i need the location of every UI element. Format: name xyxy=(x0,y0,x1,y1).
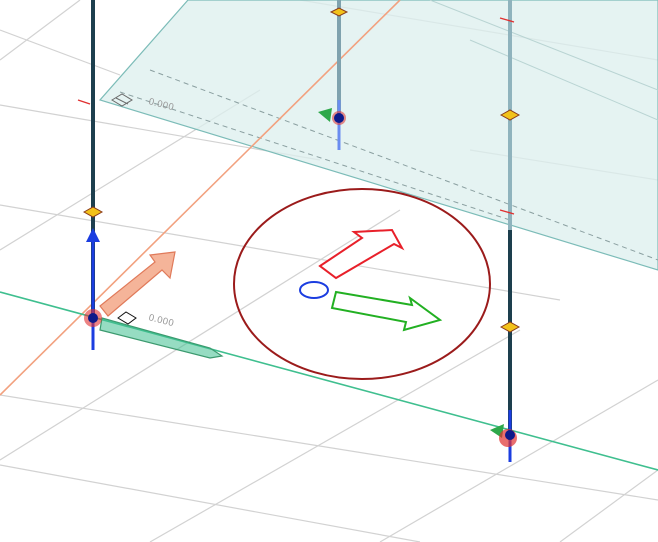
origin-handle-icon[interactable] xyxy=(299,281,329,299)
support-node-icon-mid xyxy=(318,100,346,150)
hinge-marker-icon xyxy=(82,7,521,333)
support-node-icon xyxy=(84,228,224,359)
highlight-circle xyxy=(233,188,491,380)
move-gizmo[interactable] xyxy=(299,228,443,332)
support-node-icon-right xyxy=(490,410,517,462)
y-direction-arrow-icon[interactable] xyxy=(330,290,443,332)
level-marker-icon xyxy=(111,93,137,325)
level-label-ground: 0.000 xyxy=(147,313,175,329)
floor-plane-grid xyxy=(119,0,658,261)
x-direction-arrow-icon[interactable] xyxy=(318,228,405,280)
upper-floor-plane[interactable] xyxy=(98,0,658,271)
x-axis-line xyxy=(0,0,401,396)
